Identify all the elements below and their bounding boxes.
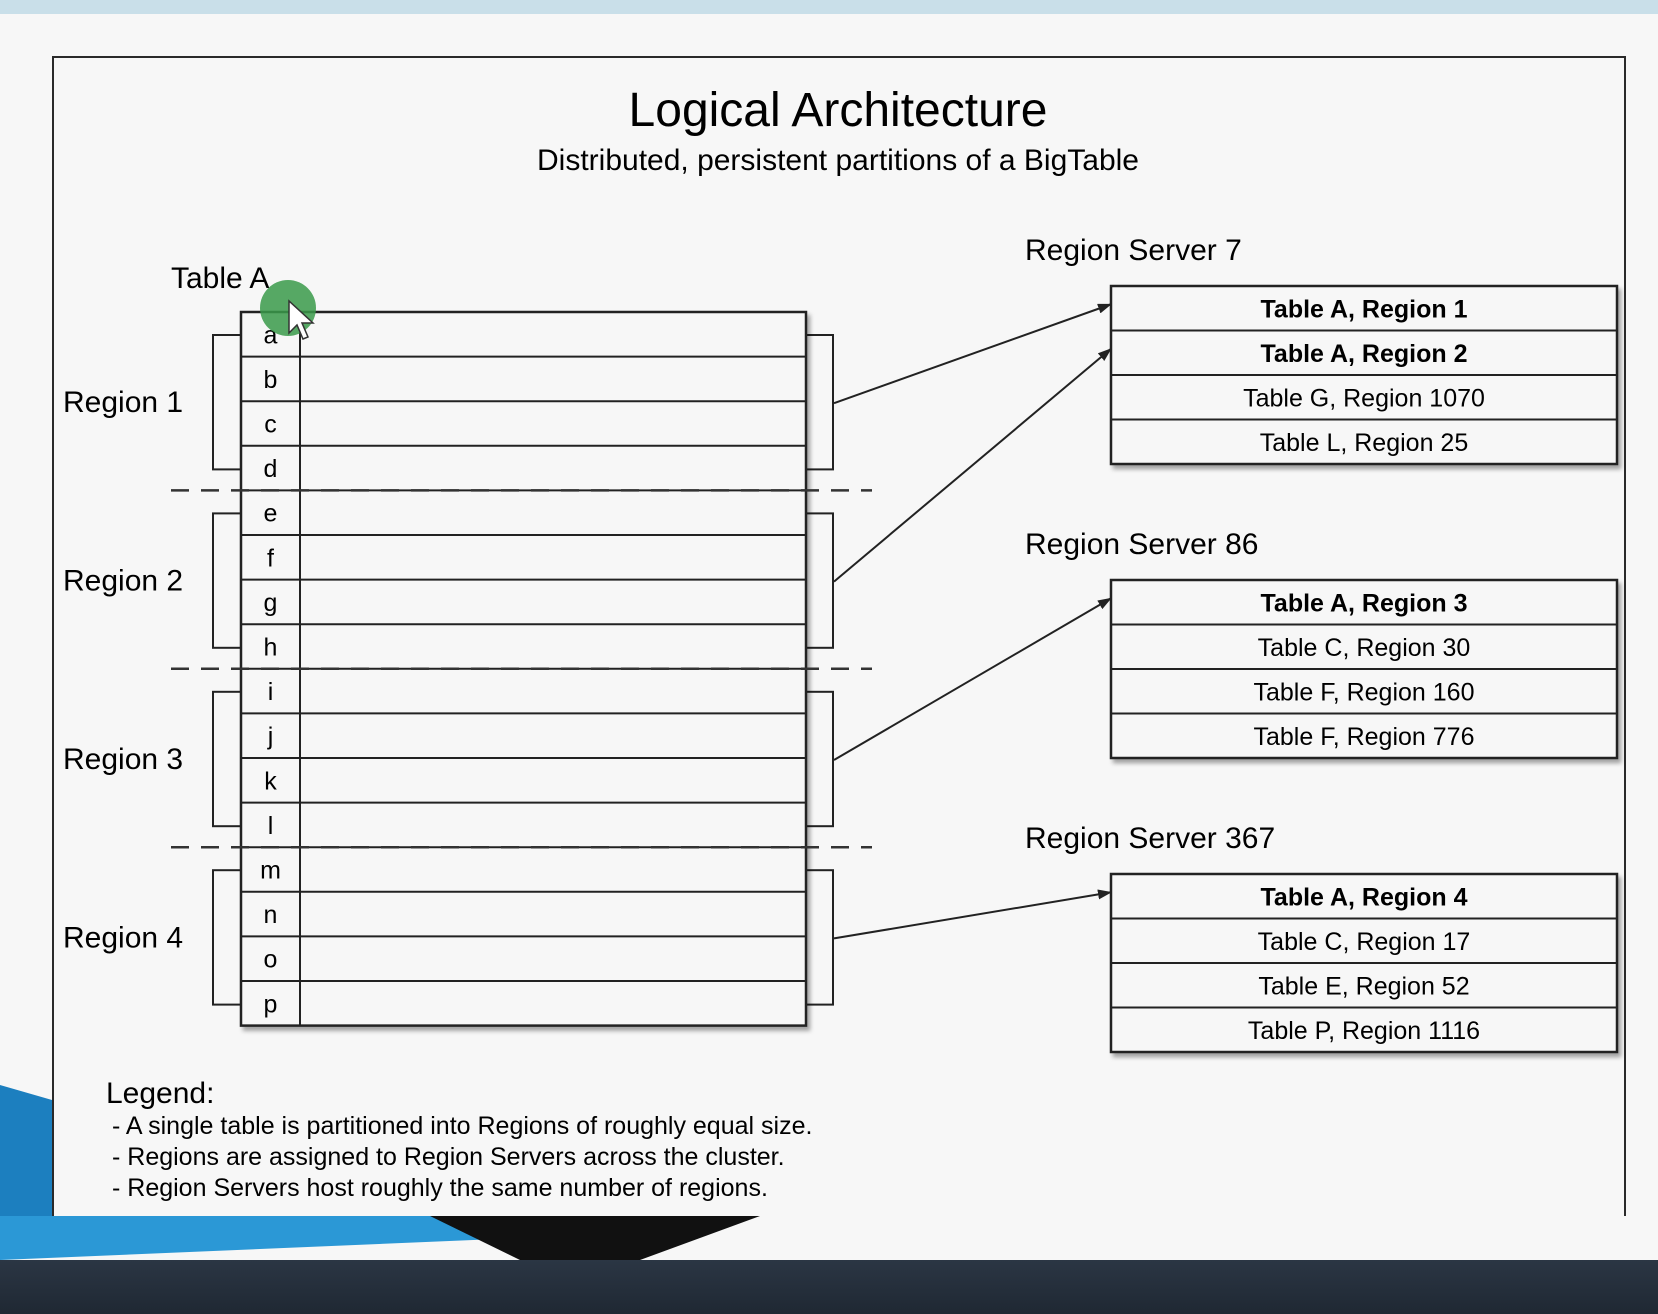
table-row-key: h <box>264 634 278 662</box>
region-bracket-right <box>805 690 834 828</box>
region-label: Region 1 <box>63 386 183 419</box>
table-label: Table A <box>171 262 269 295</box>
region-server-entry: Table P, Region 1116 <box>1248 1017 1480 1045</box>
table-row-key: g <box>264 589 278 617</box>
slide-accent-left <box>0 1085 52 1216</box>
region-label: Region 4 <box>63 921 183 954</box>
legend-item: - Regions are assigned to Region Servers… <box>112 1143 785 1171</box>
region-server-entry: Table A, Region 4 <box>1261 883 1468 911</box>
table-row-key: e <box>264 500 278 528</box>
legend: Legend:- A single table is partitioned i… <box>106 1077 812 1202</box>
slide-black-wedge <box>430 1216 760 1260</box>
region-server-label: Region Server 86 <box>1025 528 1258 561</box>
region-server-entry: Table L, Region 25 <box>1260 429 1468 457</box>
assignment-arrows <box>833 303 1112 940</box>
region-bracket-left <box>212 690 242 828</box>
region-server-label: Region Server 367 <box>1025 822 1275 855</box>
region-dividers <box>171 489 872 849</box>
region-server-entry: Table G, Region 1070 <box>1243 384 1485 412</box>
legend-item: - A single table is partitioned into Reg… <box>112 1112 812 1140</box>
region-brackets <box>212 334 834 1006</box>
region-bracket-right <box>805 869 834 1006</box>
assignment-arrow <box>833 889 1112 940</box>
region-server-entry: Table F, Region 160 <box>1254 678 1475 706</box>
assignment-arrow <box>833 303 1112 405</box>
table-row-key: j <box>267 723 274 751</box>
table-row-key: d <box>264 455 278 483</box>
table-row-key: o <box>264 946 278 974</box>
region-server-entry: Table A, Region 3 <box>1261 589 1468 617</box>
table-row-key: f <box>267 544 274 572</box>
page-subtitle: Distributed, persistent partitions of a … <box>537 144 1139 177</box>
legend-item: - Region Servers host roughly the same n… <box>112 1174 768 1202</box>
table-row-key: b <box>264 366 278 394</box>
region-server-entry: Table F, Region 776 <box>1254 723 1475 751</box>
region-server-entry: Table A, Region 1 <box>1261 295 1468 323</box>
region-bracket-left <box>212 512 242 649</box>
cursor-highlight <box>260 280 316 340</box>
region-server-entry: Table E, Region 52 <box>1258 972 1469 1000</box>
page-title: Logical Architecture <box>629 84 1048 137</box>
table-row-key: l <box>268 812 274 840</box>
slide-bottom-bar <box>0 1260 1658 1314</box>
assignment-arrow <box>833 597 1112 761</box>
table-row-key: i <box>268 678 274 706</box>
region-label: Region 3 <box>63 743 183 776</box>
region-bracket-left <box>212 334 242 471</box>
region-server-label: Region Server 7 <box>1025 234 1242 267</box>
region-bracket-right <box>805 512 834 649</box>
table-row-key: n <box>264 901 278 929</box>
table-row-key: m <box>260 857 281 885</box>
region-bracket-left <box>212 869 242 1006</box>
mouse-pointer-icon <box>288 299 315 340</box>
slide-top-band <box>0 0 1658 14</box>
table-row-key: p <box>264 990 278 1018</box>
region-bracket-right <box>805 334 834 471</box>
region-servers: Region Server 7 Table A, Region 1 Table A,… <box>1025 234 1619 1054</box>
legend-title: Legend: <box>106 1077 214 1110</box>
table-row-key: c <box>264 411 277 439</box>
region-server-entry: Table C, Region 17 <box>1258 928 1471 956</box>
region-server-box: Region Server 7 Table A, Region 1 Table A,… <box>1025 234 1619 466</box>
region-server-entry: Table C, Region 30 <box>1258 634 1471 662</box>
region-labels: Region 1 Region 2 Region 3 Region 4 <box>63 386 183 954</box>
slide-accent-bottom <box>0 1216 560 1260</box>
assignment-arrow <box>833 347 1112 583</box>
region-server-entry: Table A, Region 2 <box>1261 340 1468 368</box>
region-label: Region 2 <box>63 565 183 598</box>
table-row-key: k <box>264 767 277 795</box>
